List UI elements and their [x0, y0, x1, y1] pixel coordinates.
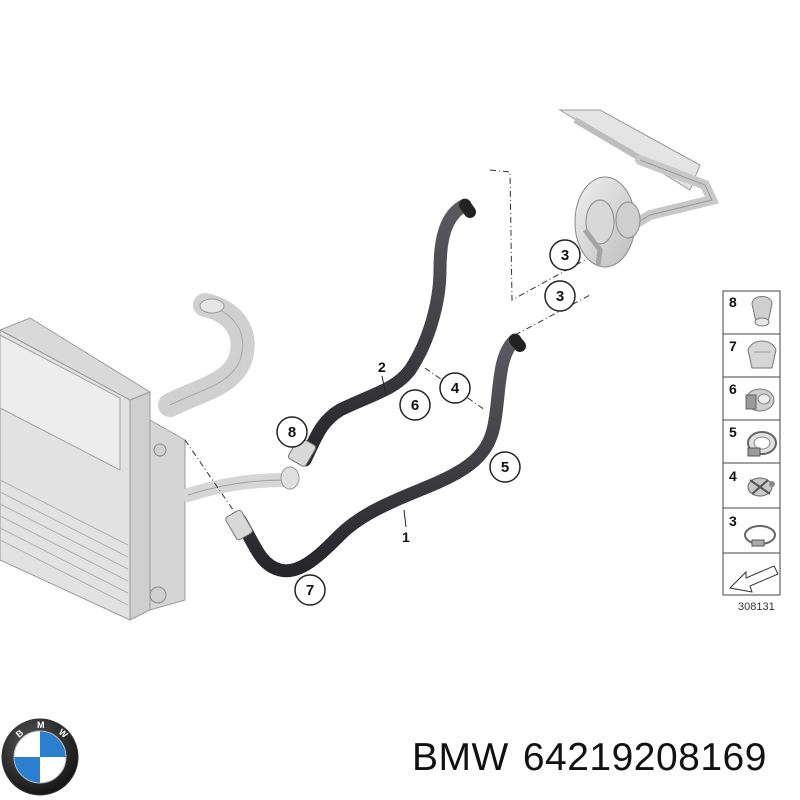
part-caption: BMW 64219208169	[412, 736, 781, 780]
arrow-icon	[728, 565, 779, 593]
spring-clamp-icon	[747, 477, 775, 497]
legend-item-6: 6	[729, 381, 775, 412]
callout-4: 4	[439, 372, 471, 404]
svg-text:5: 5	[729, 424, 737, 440]
clamp-icon	[745, 388, 775, 412]
band-clamp-icon	[744, 525, 776, 547]
callout-3-lower: 3	[544, 280, 576, 312]
svg-text:3: 3	[561, 247, 569, 264]
diagram-reference-number: 308131	[738, 601, 775, 613]
svg-text:B: B	[14, 727, 26, 739]
svg-text:8: 8	[288, 424, 296, 441]
hose-clamp-icon	[747, 431, 777, 457]
callout-5: 5	[489, 451, 521, 483]
legend-item-8: 8	[729, 294, 773, 327]
legend-item-arrow	[728, 565, 779, 593]
legend-panel: 8 7 6 5	[722, 290, 781, 613]
hose-clip-icon	[751, 296, 773, 327]
bmw-logo: B M W	[1, 718, 79, 796]
svg-text:3: 3	[729, 513, 737, 529]
svg-text:4: 4	[451, 380, 460, 397]
svg-text:8: 8	[729, 294, 737, 310]
svg-text:7: 7	[306, 582, 314, 599]
part-label-2: 2	[378, 359, 387, 396]
radiator-assembly	[0, 293, 300, 621]
callout-3-upper: 3	[549, 239, 581, 271]
callout-7: 7	[294, 574, 326, 606]
svg-text:2: 2	[378, 359, 386, 375]
svg-text:3: 3	[556, 288, 564, 305]
part-number: 64219208169	[522, 736, 767, 779]
callout-8: 8	[276, 416, 308, 448]
brand-name: BMW	[412, 736, 509, 779]
legend-item-5: 5	[729, 424, 777, 457]
part-label-1: 1	[402, 509, 410, 545]
svg-text:4: 4	[729, 468, 737, 484]
leader-lines	[184, 169, 591, 521]
svg-text:M: M	[37, 720, 45, 730]
legend-item-7: 7	[729, 338, 777, 369]
steering-gear-assembly	[558, 109, 720, 268]
hose-2	[287, 198, 476, 467]
svg-text:6: 6	[411, 397, 419, 414]
legend-item-3: 3	[729, 513, 776, 547]
hose-1	[225, 333, 526, 578]
rubber-mount-icon	[747, 340, 777, 369]
svg-text:7: 7	[729, 338, 737, 354]
callout-6: 6	[399, 389, 431, 421]
svg-text:6: 6	[729, 381, 737, 397]
legend-item-4: 4	[729, 468, 775, 497]
svg-text:5: 5	[501, 459, 509, 476]
svg-text:1: 1	[402, 529, 410, 545]
